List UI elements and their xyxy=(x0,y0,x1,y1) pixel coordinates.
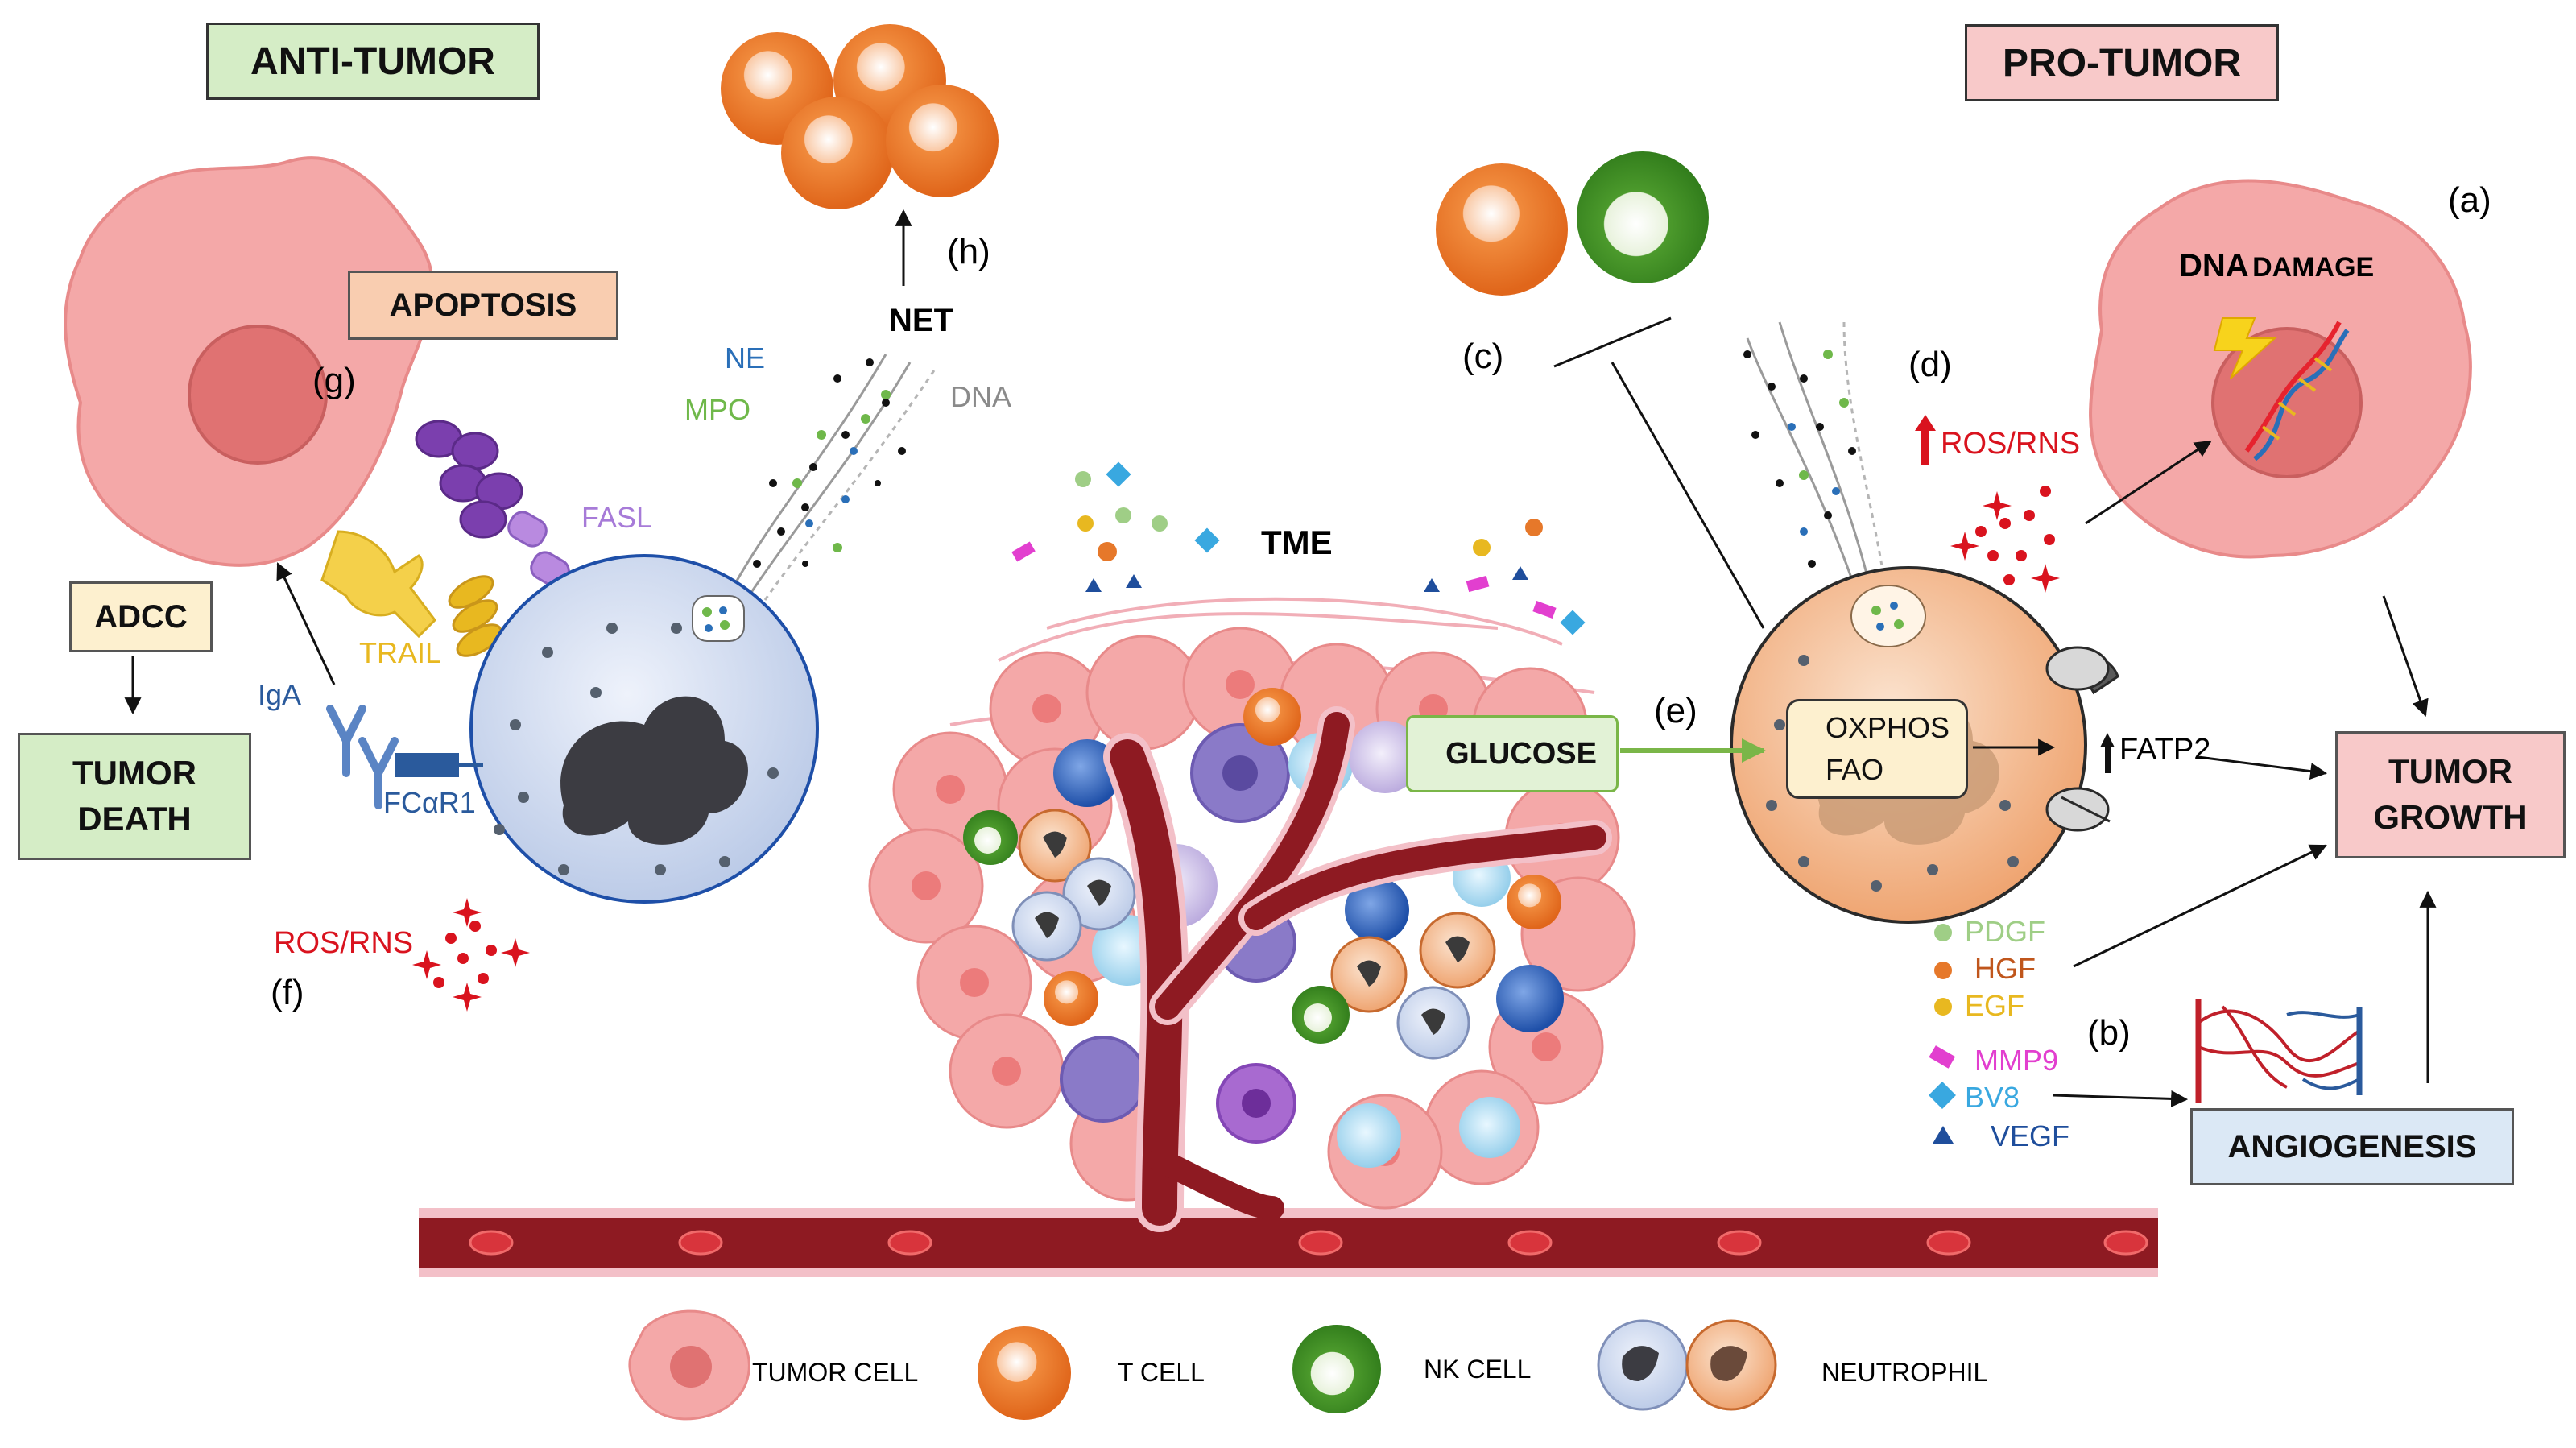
pro-tumor-net xyxy=(1743,321,1886,581)
anti-tumor-neutrophil xyxy=(469,554,819,904)
factor-egf: EGF xyxy=(1965,989,2025,1022)
legend-t-cell: T CELL xyxy=(1118,1358,1205,1387)
arrows xyxy=(124,209,2437,1107)
neutrophil-extracellular-trap xyxy=(731,354,936,601)
metabolism-box: OXPHOS FAO xyxy=(1786,699,1968,799)
tumor-cell-icon xyxy=(628,1309,750,1421)
label-g: (g) xyxy=(312,361,356,400)
factor-bv8: BV8 xyxy=(1965,1081,2020,1114)
tumor-growth-line2: GROWTH xyxy=(2373,798,2528,836)
dna-net-label: DNA xyxy=(950,380,1012,413)
tumor-microenvironment xyxy=(868,461,1636,1232)
tumor-growth-line1: TUMOR xyxy=(2388,752,2512,791)
label-c: (c) xyxy=(1462,337,1504,376)
t-cell-icon xyxy=(978,1326,1071,1420)
tumor-death-line1: TUMOR xyxy=(72,754,196,792)
label-b: (b) xyxy=(2087,1013,2131,1053)
factor-hgf: HGF xyxy=(1974,952,2036,985)
trail-label: TRAIL xyxy=(359,636,442,669)
net-granules xyxy=(753,358,906,568)
ros-increase-arrow xyxy=(1915,415,1936,465)
ros-rns-right-particles xyxy=(1950,486,2060,593)
ros-right-label: ROS/RNS xyxy=(1941,427,2081,461)
mpo-label: MPO xyxy=(684,393,751,426)
pro-tumor-header: PRO-TUMOR xyxy=(1965,24,2279,101)
legend-nk-cell: NK CELL xyxy=(1424,1355,1532,1384)
angiogenesis-box: ANGIOGENESIS xyxy=(2190,1108,2514,1185)
fasl-label: FASL xyxy=(581,501,653,534)
tumor-cell-dna-damage xyxy=(2089,179,2472,559)
suppressed-cells xyxy=(1436,151,1709,296)
dna-damage-label: DNA DAMAGE xyxy=(2179,248,2374,284)
t-cell-cluster xyxy=(721,24,999,209)
legend-icons xyxy=(628,1309,1777,1421)
dna-damage-part1: DNA xyxy=(2179,248,2249,283)
label-f: (f) xyxy=(271,973,304,1012)
iga-antibody xyxy=(326,705,483,809)
tumor-cell-apoptosis xyxy=(64,156,435,567)
dna-damage-part2: DAMAGE xyxy=(2252,252,2375,283)
tme-label: TME xyxy=(1261,523,1333,561)
nk-cell-icon xyxy=(1292,1325,1381,1413)
label-d: (d) xyxy=(1908,345,1952,384)
tumor-death-box: TUMOR DEATH xyxy=(18,733,251,860)
factor-vegf: VEGF xyxy=(1991,1119,2070,1152)
net-label: NET xyxy=(889,303,953,338)
neutrophil-icon xyxy=(1597,1319,1777,1411)
legend-neutrophil: NEUTROPHIL xyxy=(1821,1358,1988,1387)
ne-label: NE xyxy=(725,341,766,374)
oxphos-label: OXPHOS xyxy=(1826,710,1950,744)
fao-label: FAO xyxy=(1826,753,1884,786)
trail-receptor xyxy=(320,530,502,657)
tumor-death-line2: DEATH xyxy=(77,800,192,838)
fcar1-label: FCαR1 xyxy=(383,786,476,819)
iga-label: IgA xyxy=(258,678,302,711)
angiogenesis-vessels xyxy=(2195,999,2363,1103)
factor-markers xyxy=(1929,924,1956,1144)
tumor-growth-box: TUMOR GROWTH xyxy=(2335,731,2566,858)
ros-rns-left-particles xyxy=(412,898,530,1012)
factor-mmp9: MMP9 xyxy=(1974,1044,2059,1077)
factor-pdgf: PDGF xyxy=(1965,915,2046,948)
label-e: (e) xyxy=(1654,691,1697,730)
blood-vessel xyxy=(419,1208,2158,1277)
apoptosis-box: APOPTOSIS xyxy=(348,271,618,340)
adcc-box: ADCC xyxy=(69,581,213,652)
fatp2-label: FATP2 xyxy=(2119,733,2211,767)
legend-tumor-cell: TUMOR CELL xyxy=(752,1358,919,1387)
anti-tumor-header: ANTI-TUMOR xyxy=(206,23,540,100)
ros-left-label: ROS/RNS xyxy=(274,926,414,960)
label-h: (h) xyxy=(947,232,990,271)
label-a: (a) xyxy=(2448,180,2491,220)
glucose-box: GLUCOSE xyxy=(1406,715,1619,792)
